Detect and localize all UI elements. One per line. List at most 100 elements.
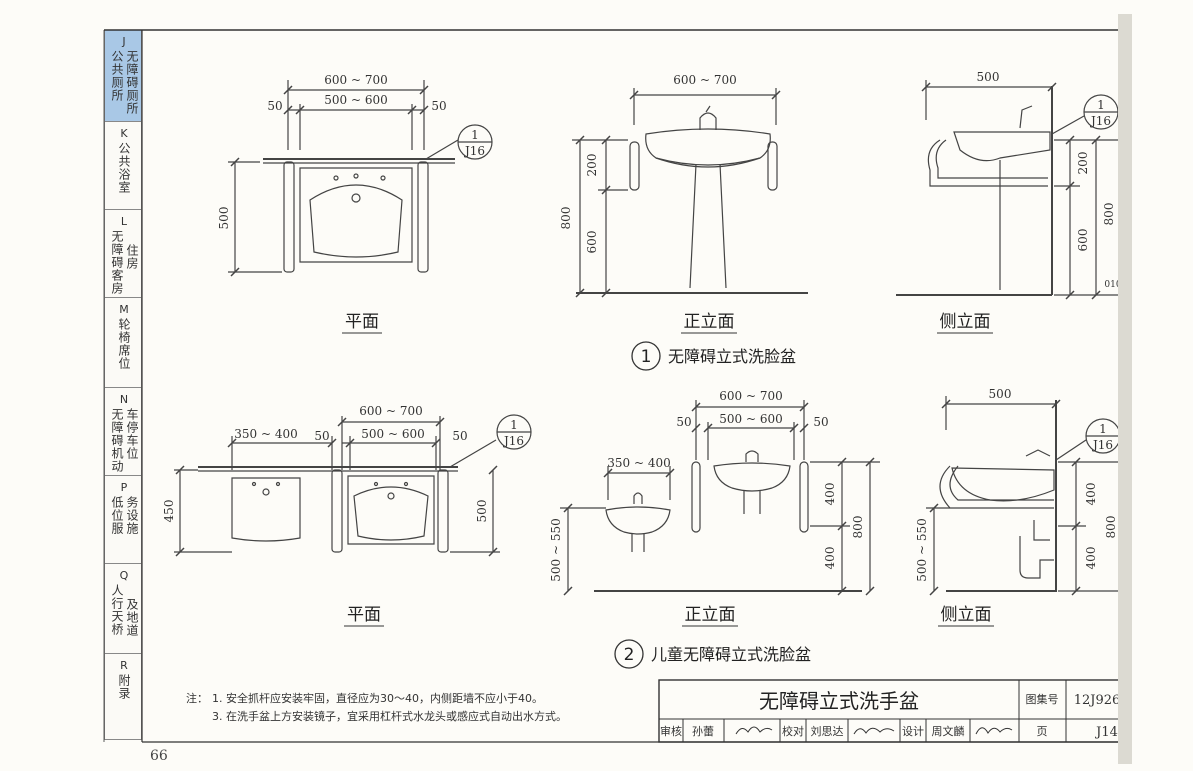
page-number: 66 (150, 748, 168, 764)
s1-front-view (572, 88, 808, 298)
s1-side-label: 侧立面 (940, 312, 991, 332)
chapter-tab-r[interactable]: R 附录 (104, 654, 142, 740)
s1-plan-dim-side-right: 50 (431, 99, 446, 113)
s1-plan-labels: 600 ~ 700 500 ~ 600 50 50 500 1 J16 平面 (217, 73, 485, 334)
s1-side-dim-upper: 200 (1076, 152, 1090, 175)
chapter-tab-code: R (120, 659, 128, 672)
s1-side-labels: 500 200 600 800 010 1 J16 侧立面 (937, 70, 1122, 334)
s2-side-view (926, 396, 1121, 596)
chapter-tab-k[interactable]: K 公共浴室 (104, 122, 142, 210)
s2-plan-dim-overall: 600 ~ 700 (359, 404, 423, 418)
s1-plan-dim-overall: 600 ~ 700 (324, 73, 388, 87)
design-label: 设计 (902, 725, 924, 738)
s1-front-dim-width: 600 ~ 700 (673, 73, 737, 87)
s1-side-dim-depth: 500 (977, 70, 1000, 84)
s2-front-dim-upper: 400 (823, 483, 837, 506)
s2-side-label: 侧立面 (941, 605, 992, 625)
chapter-tab-p[interactable]: P 低位服务设施 (104, 476, 142, 564)
chapter-tab-subtitle: 车停车位 (125, 408, 139, 460)
s1-front-labels: 600 ~ 700 200 600 800 正立面 (559, 73, 737, 334)
s1-front-label: 正立面 (684, 312, 735, 332)
page-number-box: J14 (1094, 725, 1118, 740)
chapter-tab-code: N (119, 393, 129, 406)
s2-plan-dim-depth-right: 500 (475, 500, 489, 523)
detail-ref-sheet: J16 (463, 144, 485, 158)
chapter-tab-code: L (120, 215, 128, 228)
title-block-text: 无障碍立式洗手盆 图集号 12J926 页 J14 审核 孙蕾 校对 刘思达 设… (660, 689, 1120, 740)
chapter-tab-title: 低位服 (110, 496, 124, 535)
s2-caption-title: 儿童无障碍立式洗脸盆 (651, 645, 811, 664)
chapter-tab-j[interactable]: J 公共厕所无障碍厕所 (104, 30, 142, 122)
s2-plan-view (174, 414, 532, 557)
chapter-tab-subtitle: 及地道 (125, 598, 139, 637)
detail-ref-num: 1 (471, 128, 479, 142)
title-block-title: 无障碍立式洗手盆 (759, 689, 919, 713)
atlas-number: 12J926 (1074, 693, 1121, 708)
check-label: 校对 (782, 724, 804, 738)
chapter-tab-title: 公共浴室 (117, 142, 131, 194)
notes-prefix: 注： (186, 691, 208, 705)
s2-plan-dim-side-right: 50 (452, 429, 467, 443)
chapter-tab-subtitle: 住房 (125, 244, 139, 270)
designer-signature (975, 727, 1013, 735)
s2-side-dim-total: 800 (1104, 516, 1118, 539)
s2-plan-dim-depth-left: 450 (162, 500, 176, 523)
chapter-tab-code: P (120, 481, 128, 494)
s2-plan-dim-inner: 500 ~ 600 (361, 427, 425, 441)
detail-ref-sheet: J16 (502, 434, 524, 448)
detail-ref-num: 1 (1099, 422, 1107, 436)
s2-plan-labels: 350 ~ 400 50 600 ~ 700 500 ~ 600 50 450 … (162, 404, 524, 627)
chapter-tab-title: 公共厕所 (110, 50, 124, 102)
s1-front-dim-upper: 200 (585, 154, 599, 177)
s1-side-dim-lower: 600 (1076, 229, 1090, 252)
s2-front-dim-total: 800 (851, 516, 865, 539)
chapter-tab-title: 附录 (117, 674, 131, 700)
checker-signature (853, 727, 895, 735)
chapter-tab-code: J (122, 35, 126, 48)
designer-name: 周文麟 (932, 724, 965, 738)
chapter-tab-code: K (120, 127, 128, 140)
s1-caption-circle (631, 341, 661, 371)
s1-caption: 1 无障碍立式洗脸盆 (631, 341, 796, 371)
s1-caption-title: 无障碍立式洗脸盆 (668, 347, 796, 366)
s2-caption-circle (614, 639, 644, 669)
sheet-frame (103, 29, 1130, 743)
s1-front-dim-lower: 600 (585, 231, 599, 254)
chapter-tab-subtitle: 务设施 (125, 496, 139, 535)
s2-caption-num: 2 (624, 645, 635, 665)
s2-side-dim-lower: 400 (1084, 547, 1098, 570)
s2-front-dim-child-height: 500 ~ 550 (549, 518, 563, 582)
s2-plan-dim-small: 350 ~ 400 (234, 427, 298, 441)
s2-front-dim-inner: 500 ~ 600 (719, 412, 783, 426)
s2-front-dim-side-right: 50 (813, 415, 828, 429)
s2-side-dim-child-height: 500 ~ 550 (915, 518, 929, 582)
s2-side-labels: 500 400 400 800 500 ~ 550 1 J16 侧立面 (915, 387, 1118, 627)
chapter-tab-title: 人行天桥 (110, 584, 124, 636)
s2-front-dim-lower: 400 (823, 547, 837, 570)
atlas-label: 图集号 (1026, 692, 1059, 706)
notes: 注： 1. 安全抓杆应安装牢固，直径应为30～40，内侧距墙不应小于40。 3.… (186, 691, 567, 723)
s2-side-dim-upper: 400 (1084, 483, 1098, 506)
detail-ref-num: 1 (1097, 98, 1105, 112)
note-item-1: 1. 安全抓杆应安装牢固，直径应为30～40，内侧距墙不应小于40。 (212, 691, 543, 705)
s2-side-dim-depth: 500 (989, 387, 1012, 401)
detail-ref-sheet: J16 (1089, 114, 1111, 128)
s1-caption-num: 1 (641, 347, 652, 367)
checker-name: 刘思达 (811, 725, 844, 738)
s1-plan-dim-inner: 500 ~ 600 (324, 93, 388, 107)
reviewer-name: 孙蕾 (692, 725, 714, 738)
s1-plan-label: 平面 (345, 312, 379, 332)
chapter-tab-title: 无障碍机动 (110, 408, 124, 473)
s1-plan-dim-depth: 500 (217, 207, 231, 230)
s2-front-view (560, 400, 880, 596)
chapter-tab-subtitle: 无障碍厕所 (125, 50, 139, 115)
s1-side-dim-total: 800 (1102, 203, 1116, 226)
detail-ref-num: 1 (510, 418, 518, 432)
review-label: 审核 (660, 724, 682, 738)
s1-plan-dim-side-left: 50 (267, 99, 282, 113)
s1-front-dim-total: 800 (559, 207, 573, 230)
